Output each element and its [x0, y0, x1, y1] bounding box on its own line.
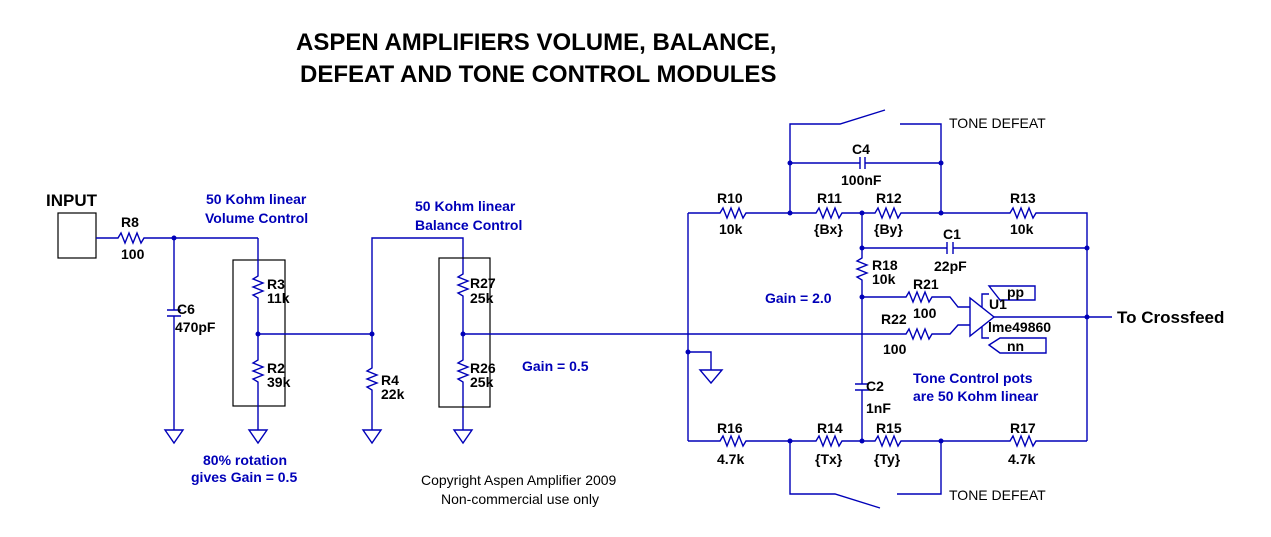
r15-value: {Ty}: [874, 451, 901, 467]
opamp-u1: [969, 296, 996, 338]
r21-ref: R21: [913, 276, 939, 292]
c6-ref: C6: [177, 301, 195, 317]
r11-value: {Bx}: [814, 221, 843, 237]
r18-value: 10k: [872, 271, 896, 287]
r3-ref: R3: [267, 276, 285, 292]
supply-pin-pp: [987, 285, 1036, 301]
balance-wiring: [371, 237, 470, 430]
volume-note-1: 50 Kohm linear: [206, 191, 307, 207]
r11-ref: R11: [817, 190, 842, 206]
volume-pot-track: [251, 238, 265, 430]
r4-ref: R4: [381, 372, 399, 388]
r17-value: 4.7k: [1008, 451, 1035, 467]
title-line-1: ASPEN AMPLIFIERS VOLUME, BALANCE,: [296, 29, 776, 56]
junction-dot: [787, 160, 793, 166]
input-port: [57, 212, 97, 259]
r14-ref: R14: [817, 420, 843, 436]
r12-ref: R12: [876, 190, 902, 206]
c4-value: 100nF: [841, 172, 882, 188]
tone-defeat-bottom-label: TONE DEFEAT: [949, 487, 1046, 503]
junction-dot: [938, 160, 944, 166]
input-label: INPUT: [46, 191, 98, 210]
r12-value: {By}: [874, 221, 903, 237]
wire: [688, 351, 712, 370]
ground-symbol: [163, 429, 185, 445]
u1-value: lme49860: [988, 319, 1051, 335]
balance-note-2: Balance Control: [415, 217, 522, 233]
capacitor-c4: [790, 157, 941, 169]
c1-value: 22pF: [934, 258, 967, 274]
resistor-r4: [365, 334, 379, 430]
tone-bottom-chain: [688, 434, 1087, 448]
tone-top-chain: [688, 206, 1088, 441]
resistor-r21: [862, 290, 970, 308]
title-line-2: DEFEAT AND TONE CONTROL MODULES: [300, 61, 776, 88]
balance-gain-note: Gain = 0.5: [522, 358, 589, 374]
c2-value: 1nF: [866, 400, 891, 416]
resistor-r22: [878, 324, 970, 341]
c2-ref: C2: [866, 378, 884, 394]
r26-ref: R26: [470, 360, 496, 376]
r22-ref: R22: [881, 311, 907, 327]
ground-symbol: [452, 429, 474, 445]
supply-pin-nn: [987, 337, 1047, 354]
u1-pin-nn: nn: [1007, 338, 1024, 354]
r8-ref: R8: [121, 214, 139, 230]
copyright-line-2: Non-commercial use only: [441, 491, 599, 507]
r21-value: 100: [913, 305, 937, 321]
u1-pin-pp: pp: [1007, 284, 1024, 300]
capacitor-c1: [862, 242, 1087, 254]
rotation-note-2: gives Gain = 0.5: [191, 469, 297, 485]
r2-ref: R2: [267, 360, 285, 376]
r14-value: {Tx}: [815, 451, 843, 467]
c4-ref: C4: [852, 141, 870, 157]
volume-note-2: Volume Control: [205, 210, 308, 226]
r27-ref: R27: [470, 275, 496, 291]
r2-value: 39k: [267, 374, 291, 390]
resistor-r8: [96, 231, 258, 245]
u1-ref: U1: [989, 296, 1007, 312]
tone-center-branch: [855, 213, 869, 441]
r13-value: 10k: [1010, 221, 1034, 237]
tone-gain-note: Gain = 2.0: [765, 290, 832, 306]
capacitor-c6: [167, 238, 181, 430]
junction-dot: [859, 438, 865, 444]
r17-ref: R17: [1010, 420, 1036, 436]
c1-ref: C1: [943, 226, 961, 242]
copyright-line-1: Copyright Aspen Amplifier 2009: [421, 472, 617, 488]
r26-value: 25k: [470, 374, 494, 390]
tone-defeat-switch-top: [789, 109, 942, 213]
r15-ref: R15: [876, 420, 902, 436]
balance-note-1: 50 Kohm linear: [415, 198, 516, 214]
junction-dot: [1084, 314, 1090, 320]
output-label: To Crossfeed: [1117, 308, 1224, 327]
ground-symbol: [698, 369, 724, 385]
r3-value: 11k: [267, 290, 290, 306]
tone-note-1: Tone Control pots: [913, 370, 1033, 386]
r10-ref: R10: [717, 190, 743, 206]
rotation-note-1: 80% rotation: [203, 452, 287, 468]
junction-dot: [1084, 245, 1090, 251]
r27-value: 25k: [470, 290, 494, 306]
opamp-supply-wires: [981, 293, 989, 339]
r18-ref: R18: [872, 257, 898, 273]
balance-pot-box: [438, 257, 491, 408]
r16-ref: R16: [717, 420, 743, 436]
tone-defeat-switch-bottom: [789, 441, 942, 509]
c6-value: 470pF: [175, 319, 216, 335]
r10-value: 10k: [719, 221, 743, 237]
volume-pot-box: [232, 259, 286, 407]
tone-defeat-top-label: TONE DEFEAT: [949, 115, 1046, 131]
r13-ref: R13: [1010, 190, 1036, 206]
r4-value: 22k: [381, 386, 405, 402]
r8-value: 100: [121, 246, 145, 262]
r16-value: 4.7k: [717, 451, 744, 467]
tone-note-2: are 50 Kohm linear: [913, 388, 1039, 404]
ground-symbol: [247, 429, 269, 445]
ground-symbol: [361, 429, 383, 445]
r22-value: 100: [883, 341, 907, 357]
